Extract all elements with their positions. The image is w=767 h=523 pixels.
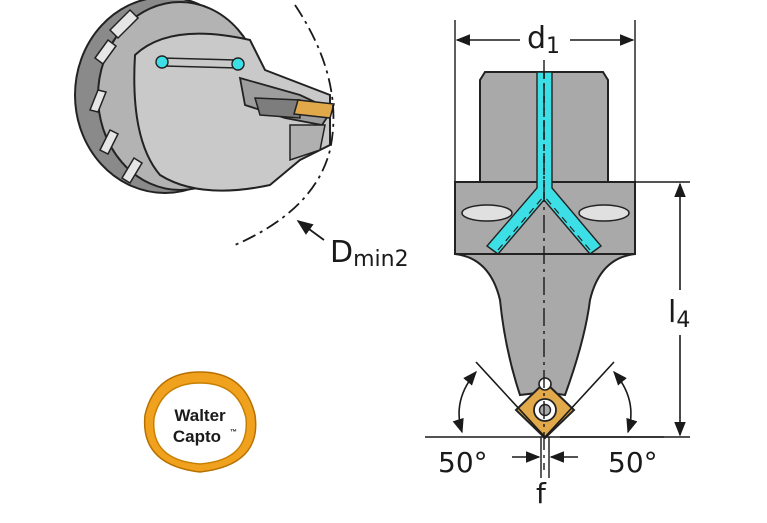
- l4-label: l4: [668, 295, 690, 333]
- logo-line2: Capto: [173, 427, 221, 446]
- coolant-outlet-3d: [155, 55, 245, 71]
- tool-3d-view: [74, 0, 335, 194]
- dmin2-arc: [234, 4, 335, 246]
- f-label: f: [536, 477, 547, 510]
- insert-3d: [293, 99, 335, 119]
- dmin2-leader: [296, 220, 325, 241]
- tool-side-view: [454, 60, 636, 470]
- logo-tm: ™: [230, 429, 237, 436]
- logo-line1: Walter: [174, 406, 226, 425]
- walter-capto-logo: Walter Capto ™: [143, 371, 257, 473]
- f-dimension: f: [512, 437, 578, 510]
- angle-left-label: 50°: [438, 446, 488, 479]
- angle-annotations: 50° 50°: [425, 361, 664, 479]
- dmin2-label: Dmin2: [330, 235, 409, 272]
- d1-label: d1: [527, 21, 560, 59]
- d1-dimension: d1: [454, 20, 636, 182]
- angle-right-label: 50°: [608, 446, 658, 479]
